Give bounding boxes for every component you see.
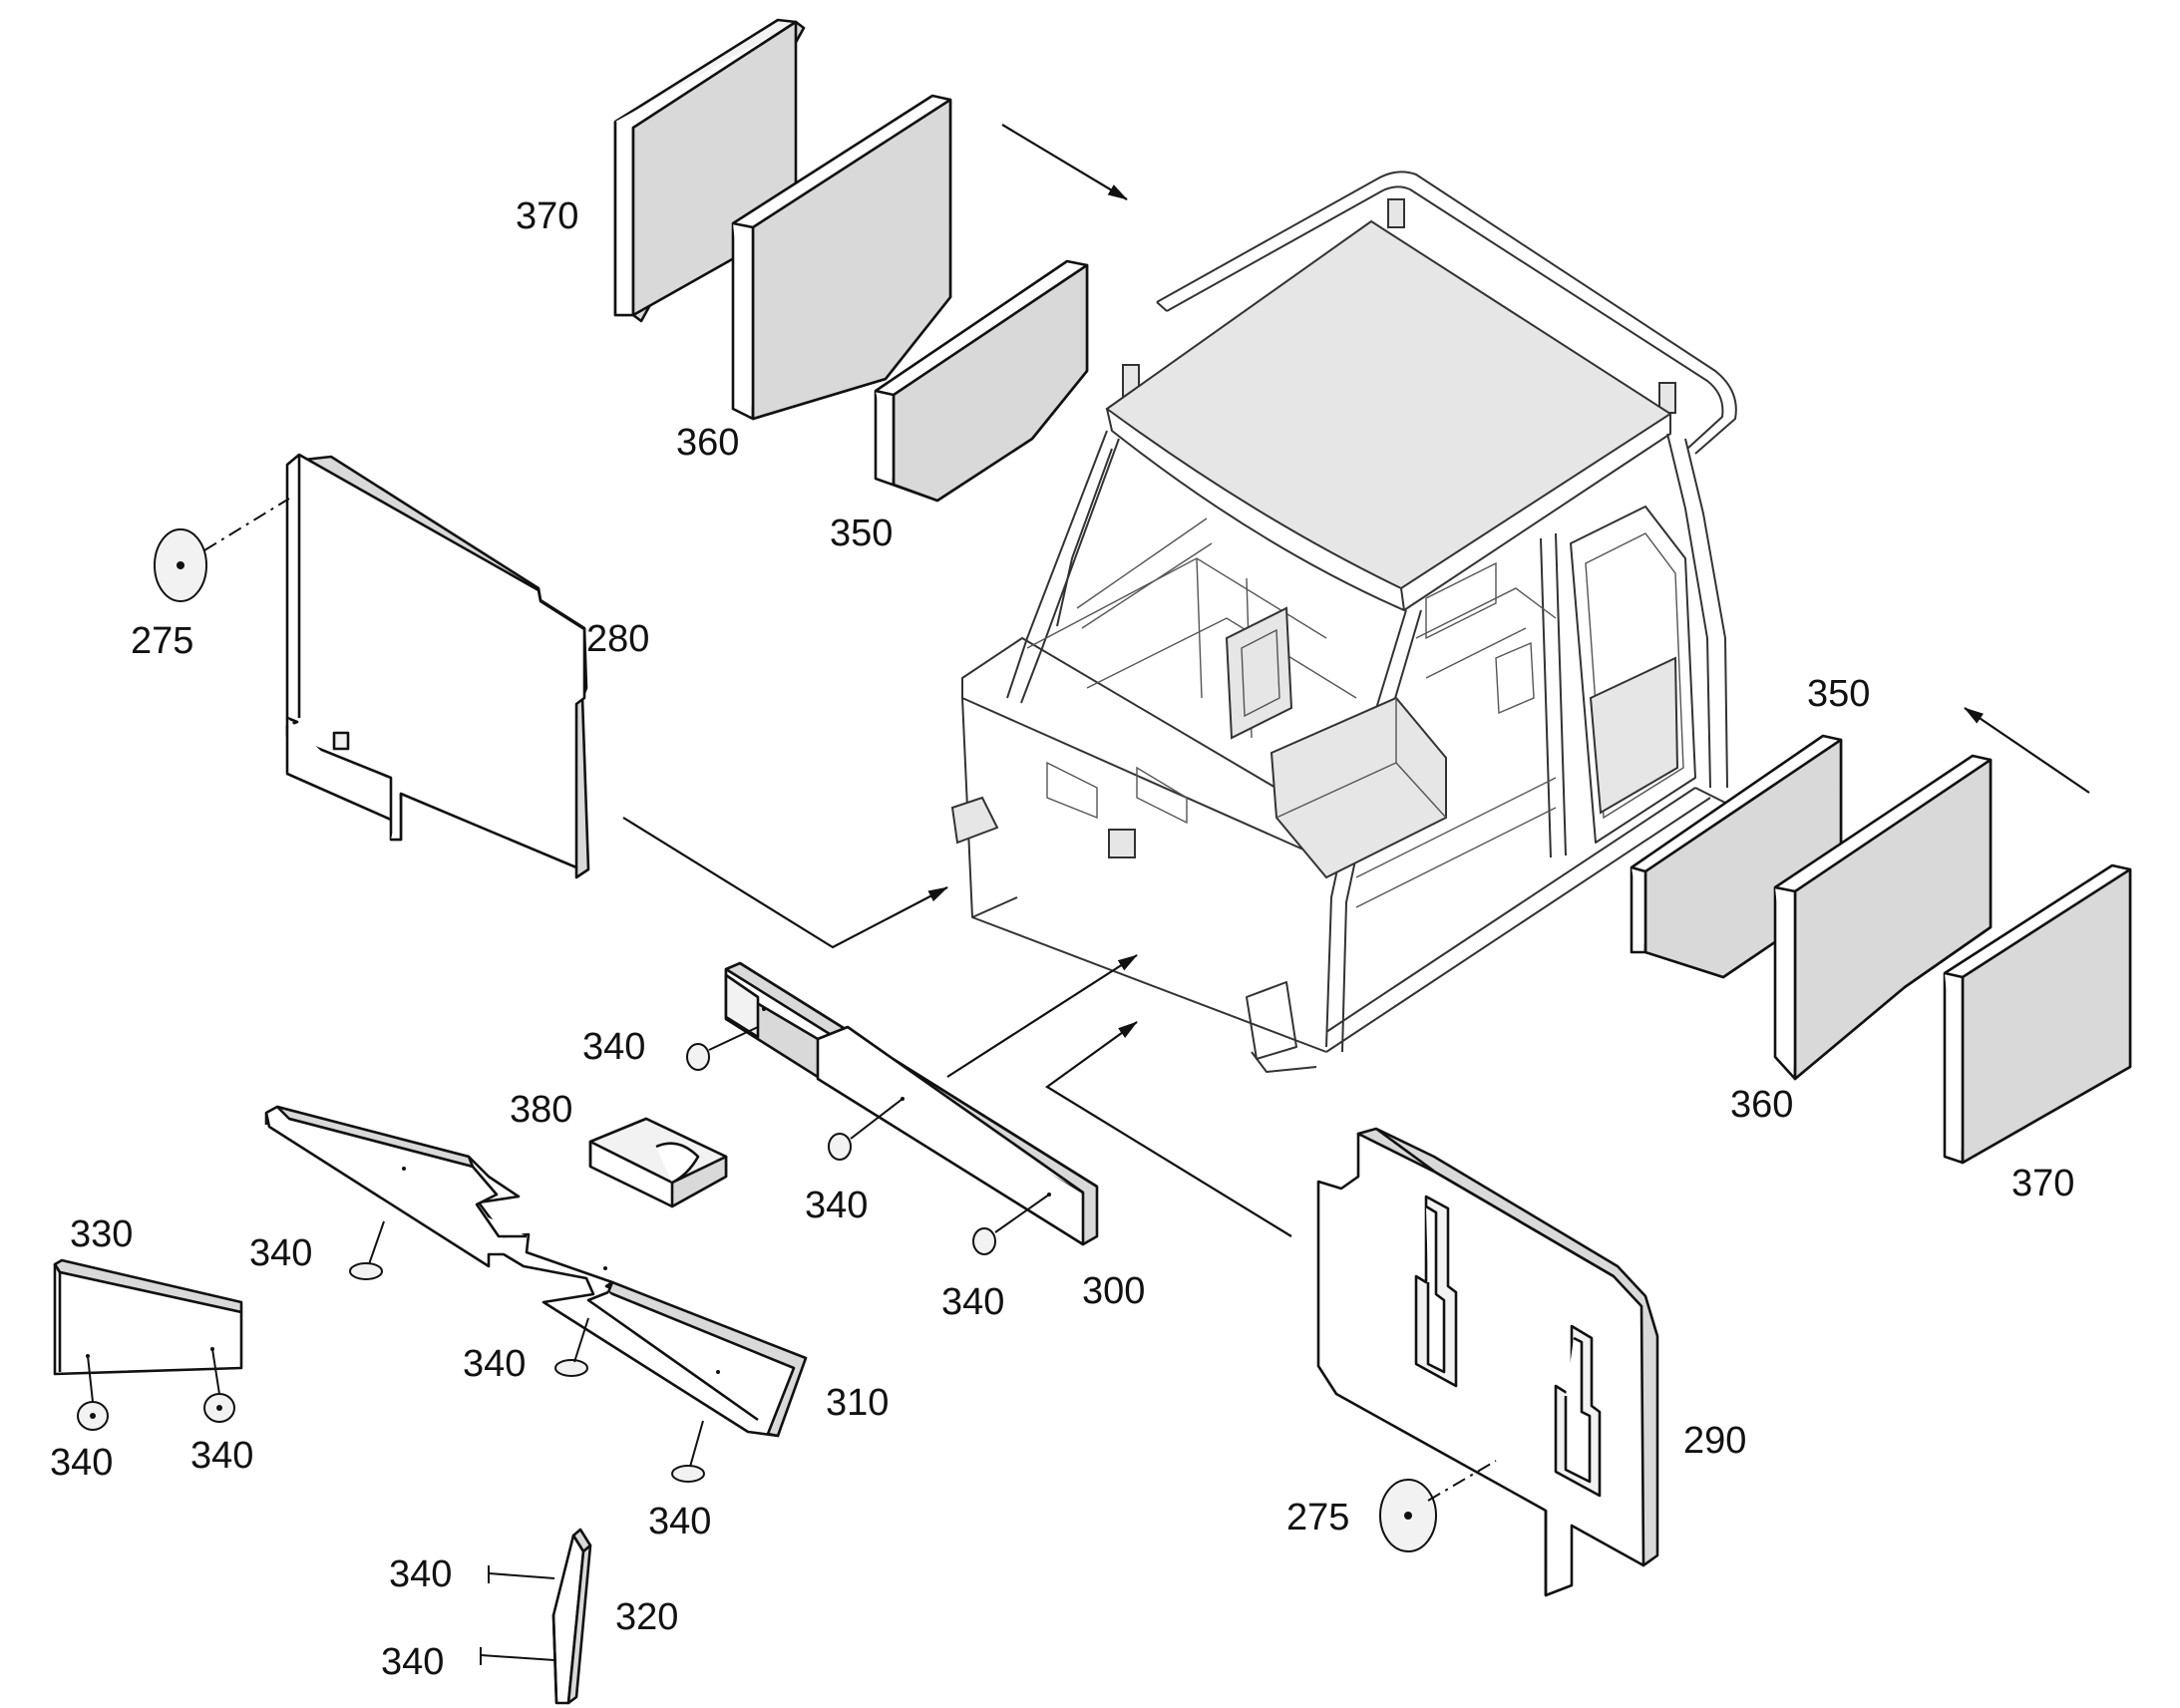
washer-340-f xyxy=(671,1465,705,1483)
panel-300 xyxy=(724,961,1099,1246)
callout-340-h: 340 xyxy=(648,1501,711,1542)
callout-350-right: 350 xyxy=(1807,673,1870,715)
arrow-right xyxy=(1964,707,2090,794)
washer-340-d xyxy=(349,1262,383,1280)
callout-275-left: 275 xyxy=(131,620,193,662)
panel-290 xyxy=(1316,1127,1659,1597)
callout-340-d: 340 xyxy=(249,1232,312,1274)
callout-340-f: 340 xyxy=(50,1442,113,1484)
callout-340-e: 340 xyxy=(463,1343,526,1385)
dash-275-right xyxy=(1427,1460,1497,1502)
cab-frame xyxy=(950,171,1741,1073)
callout-360-right: 360 xyxy=(1730,1084,1793,1126)
callout-320: 320 xyxy=(615,1596,678,1638)
part-310 xyxy=(264,1105,808,1438)
washer-340-c xyxy=(972,1227,996,1255)
pin-340-upper xyxy=(488,1565,555,1583)
callout-370-right: 370 xyxy=(2011,1163,2074,1204)
washer-340-e xyxy=(554,1359,588,1377)
callout-340-j: 340 xyxy=(381,1641,444,1683)
arrow-290 xyxy=(1045,1021,1292,1237)
callout-380: 380 xyxy=(510,1089,572,1131)
callout-340-a: 340 xyxy=(582,1026,645,1068)
callout-360-top: 360 xyxy=(676,422,739,464)
panel-360-right xyxy=(1773,754,1993,1081)
callout-275-right: 275 xyxy=(1286,1497,1349,1538)
washer-340-b xyxy=(828,1133,852,1161)
callout-330: 330 xyxy=(70,1213,133,1255)
callout-340-b: 340 xyxy=(805,1185,868,1226)
arrow-top xyxy=(1001,124,1128,200)
arrow-280 xyxy=(622,817,948,949)
panel-370-right xyxy=(1943,863,2132,1165)
callout-350-top: 350 xyxy=(830,512,893,554)
callout-340-g: 340 xyxy=(190,1435,253,1477)
part-380 xyxy=(588,1117,728,1208)
washer-340-a xyxy=(686,1043,710,1071)
arrow-300 xyxy=(946,954,1138,1078)
callout-340-c: 340 xyxy=(941,1281,1004,1323)
callout-280: 280 xyxy=(586,618,649,660)
panel-350-top xyxy=(874,259,1089,503)
callout-290: 290 xyxy=(1683,1420,1746,1462)
washer-275-right xyxy=(1379,1479,1437,1552)
callout-300: 300 xyxy=(1082,1270,1145,1312)
callout-310: 310 xyxy=(826,1382,889,1424)
panel-330 xyxy=(53,1258,243,1376)
callout-340-i: 340 xyxy=(389,1553,452,1595)
pin-340-lower xyxy=(480,1647,555,1665)
part-320 xyxy=(551,1528,592,1705)
dash-275-left xyxy=(203,498,290,551)
washer-275-left xyxy=(154,528,207,602)
panel-280 xyxy=(285,453,590,879)
callout-370-top: 370 xyxy=(516,195,578,237)
panel-360-top xyxy=(731,94,952,421)
